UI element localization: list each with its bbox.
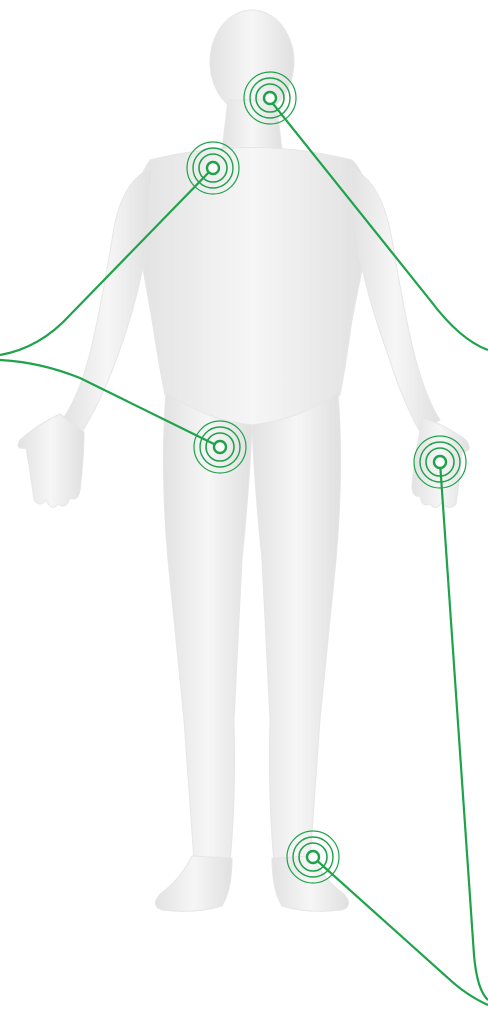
figure-foot-right: [272, 856, 349, 911]
figure-arm-right: [350, 168, 440, 432]
connector-ankle: [313, 857, 488, 1005]
figure-leg-right: [252, 392, 341, 862]
figure-foot-left: [155, 856, 232, 911]
figure-torso: [135, 148, 370, 426]
human-body-figure: [18, 10, 469, 911]
figure-hand-left: [18, 414, 84, 507]
connector-wrist: [440, 462, 488, 1000]
figure-head: [210, 10, 294, 114]
